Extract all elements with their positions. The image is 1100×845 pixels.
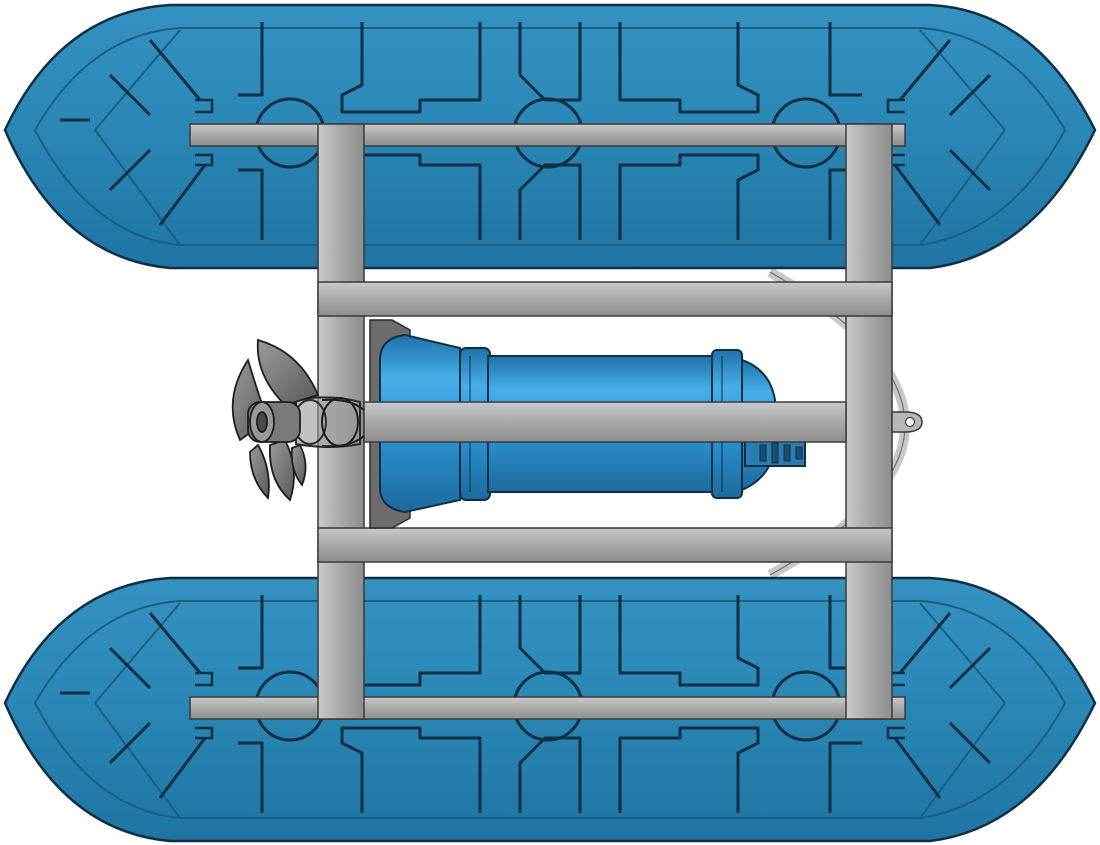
frame-rail-bottom [189,696,906,720]
frame-post-right [845,123,893,720]
propeller [231,338,320,502]
frame-rail-top [189,123,906,147]
propeller-blade-bottom [268,438,295,502]
frame-crossbar-lower [317,527,893,563]
shaft-coupling [293,396,365,448]
steel-frame [189,123,906,720]
frame-crossbar-upper [317,281,893,317]
lifting-eye [891,411,923,433]
propeller-blade-small [290,443,307,487]
propeller-blade-top [256,338,320,407]
propeller-bore [256,411,268,433]
propeller-blade-lower [249,443,270,500]
frame-center-beam [363,401,847,443]
